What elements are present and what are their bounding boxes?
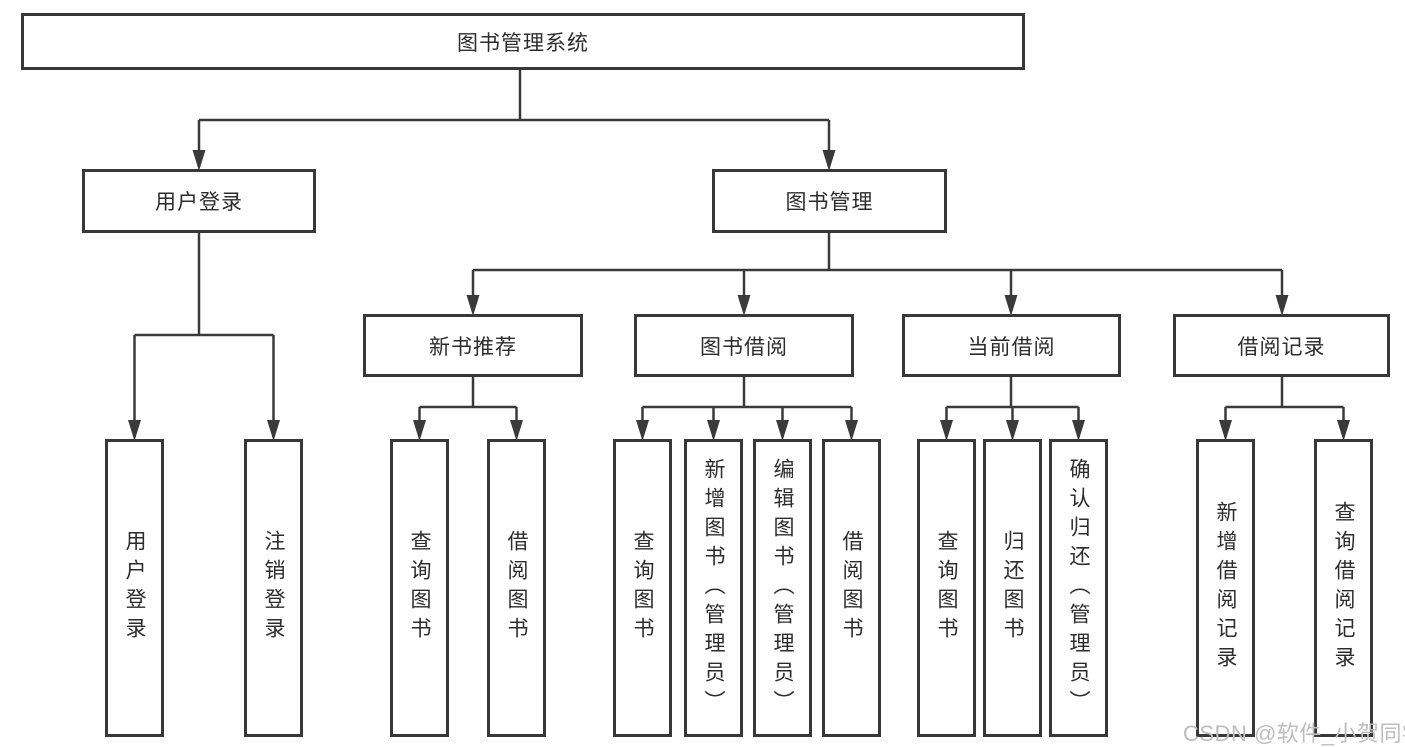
leaf-current-query-books: 查询图书 [917,439,976,737]
arrowheads [128,150,1350,441]
node-root-system: 图书管理系统 [21,13,1025,70]
leaf-label: 归还图书 [1001,530,1024,646]
node-new-book-recommend: 新书推荐 [363,314,583,377]
csdn-watermark: CSDN @软件_小贺同学 [1183,721,1405,746]
leaf-records-query-record: 查询借阅记录 [1314,439,1373,737]
leaf-borrow-edit-books-admin: 编辑图书（管理员） [753,439,812,737]
leaf-newbook-query-books: 查询图书 [390,439,449,737]
leaf-logout: 注销登录 [244,439,303,737]
node-book-borrow: 图书借阅 [634,314,854,377]
leaf-label: 借阅图书 [505,530,528,646]
leaf-label: 借阅图书 [840,530,863,646]
leaf-records-add-record: 新增借阅记录 [1196,439,1255,737]
leaf-newbook-borrow-books: 借阅图书 [487,439,546,737]
leaf-label: 查询图书 [631,530,654,646]
node-book-management: 图书管理 [712,169,947,233]
node-current-borrow: 当前借阅 [902,314,1121,377]
leaf-label: 新增图书（管理员） [702,457,725,719]
node-user-login: 用户登录 [82,169,316,233]
leaf-label: 编辑图书（管理员） [771,457,794,719]
leaf-label: 用户登录 [123,530,146,646]
leaf-current-confirm-return-admin: 确认归还（管理员） [1049,439,1108,737]
leaf-current-return-books: 归还图书 [983,439,1042,737]
leaf-label: 确认归还（管理员） [1067,457,1090,719]
leaf-borrow-add-books-admin: 新增图书（管理员） [684,439,743,737]
leaf-label: 注销登录 [262,530,285,646]
leaf-borrow-borrow-books: 借阅图书 [822,439,881,737]
leaf-label: 查询借阅记录 [1332,501,1355,675]
leaf-borrow-query-books: 查询图书 [613,439,672,737]
leaf-user-login: 用户登录 [105,439,164,737]
leaf-label: 新增借阅记录 [1214,501,1237,675]
leaf-label: 查询图书 [935,530,958,646]
leaf-label: 查询图书 [408,530,431,646]
node-borrow-records: 借阅记录 [1173,314,1390,377]
